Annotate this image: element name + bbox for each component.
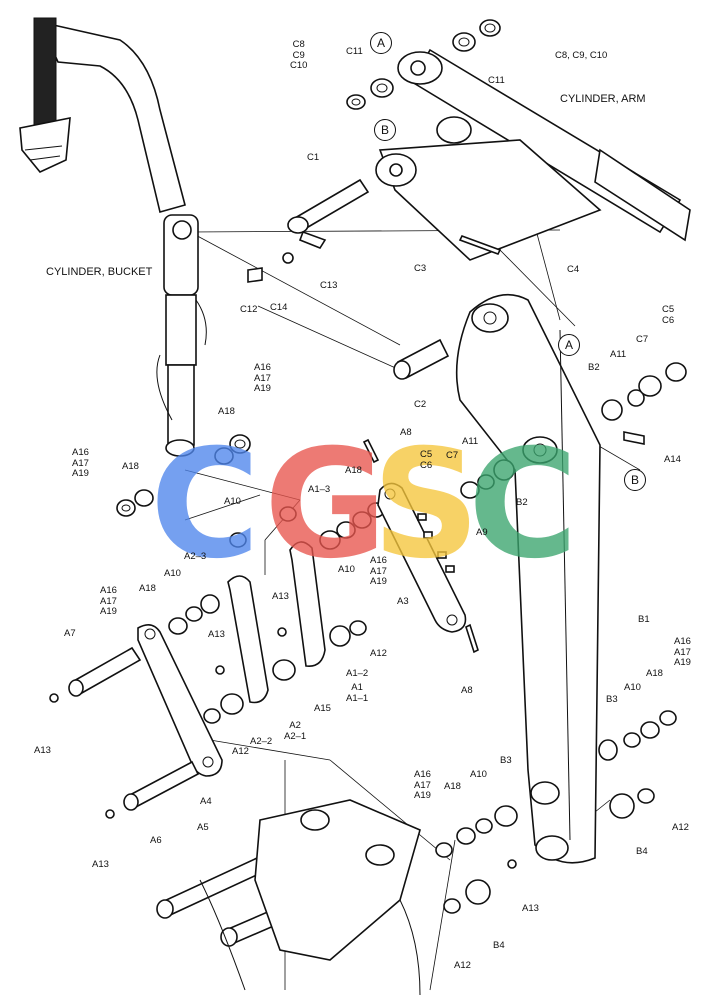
- label-c8-c9-c10-right: C8, C9, C10: [555, 50, 608, 61]
- washers: [116, 19, 687, 914]
- label-a8-bottom: A8: [461, 685, 473, 696]
- title-cylinder-bucket: CYLINDER, BUCKET: [46, 266, 153, 278]
- watermark-letter-3: S: [372, 418, 481, 592]
- label-a13-left: A13: [34, 745, 51, 756]
- label-a10-mid: A10: [224, 496, 241, 507]
- label-a13-upper: A13: [272, 591, 289, 602]
- label-a18-upper: A18: [218, 406, 235, 417]
- label-a6: A6: [150, 835, 162, 846]
- label-a9: A9: [476, 527, 488, 538]
- label-c7-top: C7: [636, 334, 649, 345]
- label-a2-2: A2–2: [250, 736, 273, 747]
- label-a1-3: A1–3: [308, 484, 331, 495]
- pin-c1-drawing: [287, 178, 370, 249]
- label-c1: C1: [307, 152, 320, 163]
- small-hardware: [49, 235, 645, 869]
- label-a8-top: A8: [400, 427, 412, 438]
- label-c2: C2: [414, 399, 427, 410]
- label-a5: A5: [197, 822, 209, 833]
- label-a18-left2: A18: [139, 583, 156, 594]
- label-a12-mid: A12: [370, 648, 387, 659]
- label-b2-top: B2: [588, 362, 600, 373]
- label-c14: C14: [270, 302, 288, 313]
- label-a16-17-19-left2: A16 A17 A19: [100, 585, 117, 617]
- watermark-letter-4: C: [468, 418, 579, 592]
- label-b2-mid: B2: [516, 497, 528, 508]
- label-a10-center: A10: [338, 564, 355, 575]
- label-a10-left: A10: [164, 568, 181, 579]
- label-a16-17-19-center: A16 A17 A19: [370, 555, 387, 587]
- label-c12: C12: [240, 304, 258, 315]
- label-a2-a2-1: A2 A2–1: [284, 720, 307, 742]
- label-a16-17-19-left: A16 A17 A19: [72, 447, 89, 479]
- label-a4: A4: [200, 796, 212, 807]
- label-a12-right: A12: [672, 822, 689, 833]
- label-c11-right: C11: [488, 75, 505, 86]
- label-a7: A7: [64, 628, 76, 639]
- label-a11-mid: A11: [462, 436, 479, 447]
- label-b3-right: B3: [606, 694, 618, 705]
- label-a3: A3: [397, 596, 409, 607]
- label-b3-lower: B3: [500, 755, 512, 766]
- label-a15: A15: [314, 703, 331, 714]
- arm-bucket-sketch: [19, 17, 186, 213]
- label-a18-center: A18: [345, 465, 362, 476]
- bucket-bracket-drawing: [199, 799, 421, 996]
- boom-head-drawing: [375, 116, 602, 261]
- label-a18-left: A18: [122, 461, 139, 472]
- label-c8-c9-c10-left: C8 C9 C10: [290, 39, 308, 71]
- label-b1: B1: [638, 614, 650, 625]
- label-a12-bottom: A12: [454, 960, 471, 971]
- callout-a-top: A: [370, 32, 392, 54]
- label-a1-2: A1–2: [346, 668, 369, 679]
- label-c5-c6-top: C5 C6: [662, 304, 675, 326]
- label-a10-lower: A10: [470, 769, 487, 780]
- label-c5-c6-mid: C5 C6: [420, 449, 433, 471]
- callout-a-mid: A: [558, 334, 580, 356]
- label-a13-bottom: A13: [522, 903, 539, 914]
- pin-c2-drawing: [393, 338, 450, 380]
- label-a13-lower: A13: [92, 859, 109, 870]
- label-a16-17-19-lower: A16 A17 A19: [414, 769, 431, 801]
- label-a10-right: A10: [624, 682, 641, 693]
- label-c13: C13: [320, 280, 338, 291]
- callout-b-top: B: [374, 119, 396, 141]
- label-a18-right: A18: [646, 668, 663, 679]
- label-a1-a1-1: A1 A1–1: [346, 682, 369, 704]
- watermark-letter-2: G: [264, 418, 388, 592]
- label-a14: A14: [664, 454, 681, 465]
- label-a2-3: A2–3: [184, 551, 207, 562]
- bucket-cylinder-drawing: [156, 214, 207, 457]
- label-a16-17-19-right: A16 A17 A19: [674, 636, 691, 668]
- watermark-letter-1: C: [150, 418, 261, 592]
- label-a18-lower: A18: [444, 781, 461, 792]
- arm-cylinder-drawing: [397, 48, 691, 242]
- links-a1-a2-drawing: [227, 541, 326, 704]
- label-a13-mid: A13: [208, 629, 225, 640]
- title-cylinder-arm: CYLINDER, ARM: [560, 93, 646, 105]
- label-a11-top: A11: [610, 349, 627, 360]
- label-b4-bottom: B4: [493, 940, 505, 951]
- link-a4-drawing: [137, 624, 223, 777]
- label-c3: C3: [414, 263, 427, 274]
- label-a12-left: A12: [232, 746, 249, 757]
- arm-b1-drawing: [455, 293, 601, 864]
- label-c11-left: C11: [346, 46, 363, 57]
- link-a3-drawing: [377, 482, 467, 633]
- label-c7-mid: C7: [446, 450, 459, 461]
- label-b4-right: B4: [636, 846, 648, 857]
- callout-b-mid: B: [624, 469, 646, 491]
- label-c4: C4: [567, 264, 580, 275]
- label-a16-17-19-upper: A16 A17 A19: [254, 362, 271, 394]
